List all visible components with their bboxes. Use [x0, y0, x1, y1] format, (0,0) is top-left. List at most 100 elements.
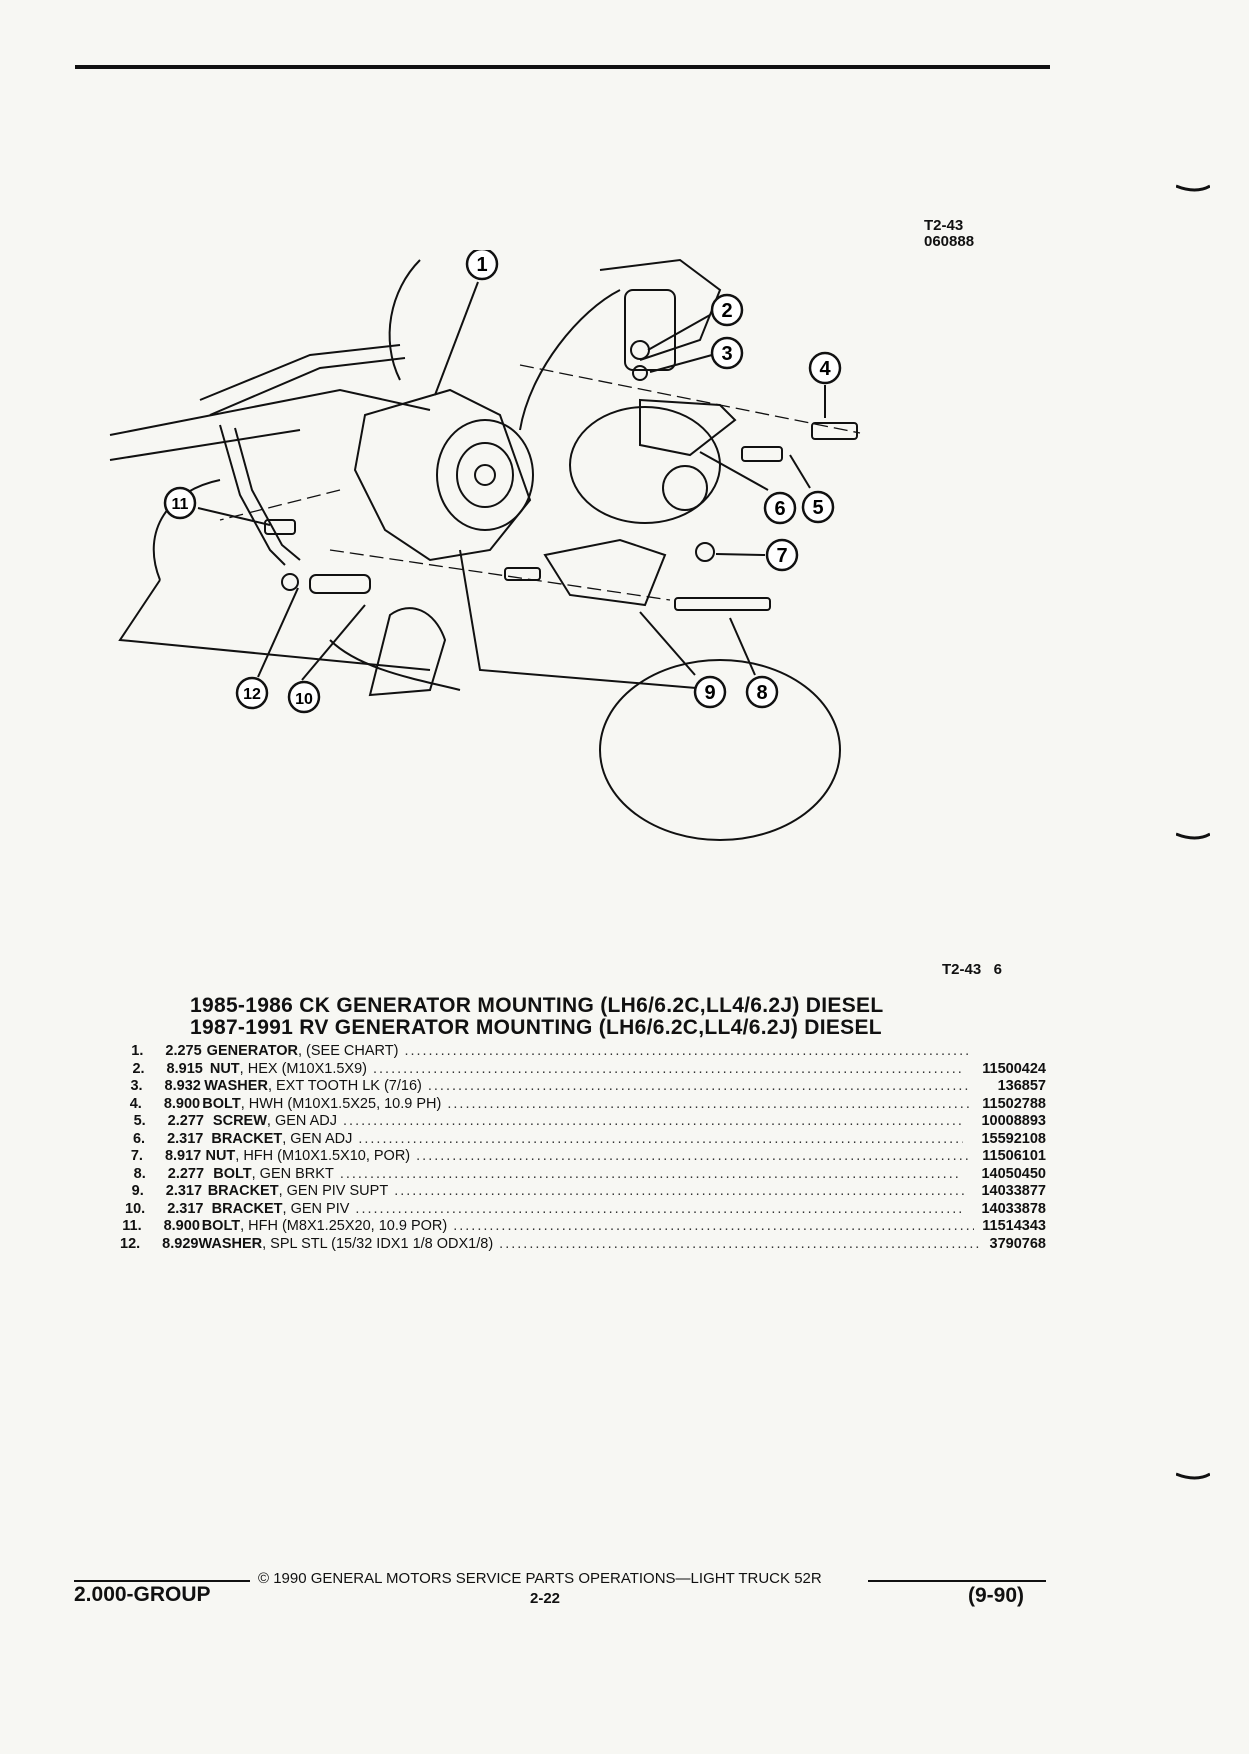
part-number: 15592108 [981, 1130, 1046, 1147]
part-name: NUT [205, 1148, 236, 1164]
part-name: BOLT [201, 1218, 241, 1234]
part-group-code: 8.900 [163, 1218, 200, 1234]
part-number: 136857 [997, 1078, 1046, 1094]
callout-5: 5 [801, 490, 835, 524]
part-name: SCREW [212, 1113, 267, 1129]
footer-group-label: 2.000-GROUP [74, 1583, 211, 1606]
part-detail: , EXT TOOTH LK (7/16) [267, 1078, 422, 1094]
binder-mark-top [1176, 184, 1210, 192]
dot-leader [453, 1218, 974, 1234]
part-detail: , SPL STL (15/32 IDX1 1/8 ODX1/8) [262, 1235, 494, 1252]
part-name: GENERATOR [206, 1043, 298, 1059]
figure-ref-date: 060888 [924, 233, 975, 250]
part-number: 11502788 [982, 1095, 1046, 1112]
part-index: 3. [130, 1078, 143, 1094]
part-group-code: 2.317 [167, 1200, 204, 1217]
svg-text:7: 7 [776, 545, 787, 567]
part-name: WASHER [204, 1078, 268, 1094]
part-group-code: 8.900 [163, 1095, 201, 1112]
title-line-1: 1985-1986 CK GENERATOR MOUNTING (LH6/6.2… [190, 994, 884, 1017]
callout-9: 9 [693, 675, 727, 709]
dot-leader [447, 1096, 973, 1112]
svg-text:5: 5 [812, 497, 823, 519]
part-group-code: 2.317 [167, 1130, 204, 1147]
part-index: 7. [130, 1148, 143, 1164]
callout-6: 6 [763, 491, 797, 525]
dot-leader [428, 1078, 971, 1094]
part-description: BOLT, GEN BRKT [213, 1166, 334, 1182]
part-detail: , GEN ADJ [282, 1130, 353, 1147]
section-title: 1985-1986 CK GENERATOR MOUNTING (LH6/6.2… [190, 995, 883, 1039]
part-description: BRACKET, GEN PIV SUPT [208, 1183, 388, 1199]
callout-2: 2 [710, 293, 744, 327]
part-name: WASHER [198, 1235, 263, 1252]
callout-11: 11 [163, 486, 197, 520]
svg-text:9: 9 [704, 682, 715, 704]
callout-3: 3 [710, 336, 744, 370]
part-index: 11. [122, 1218, 142, 1234]
svg-text:1: 1 [476, 254, 487, 276]
part-group-code: 2.277 [167, 1113, 204, 1129]
part-index: 8. [133, 1165, 146, 1182]
part-index: 1. [131, 1043, 144, 1059]
svg-text:4: 4 [819, 358, 831, 380]
part-group-code: 2.275 [165, 1043, 202, 1059]
part-description: BOLT, HWH (M10X1.5X25, 10.9 PH) [202, 1096, 441, 1112]
part-index: 4. [129, 1095, 142, 1112]
part-index: 12. [120, 1235, 141, 1252]
part-number: 11514343 [982, 1218, 1046, 1234]
part-detail: , GEN PIV SUPT [278, 1183, 389, 1199]
part-description: WASHER, EXT TOOTH LK (7/16) [204, 1078, 422, 1094]
svg-text:11: 11 [172, 496, 189, 513]
part-group-code: 2.277 [167, 1165, 205, 1182]
svg-text:2: 2 [721, 300, 732, 322]
part-detail: , HFH (M8X1.25X20, 10.9 POR) [240, 1218, 448, 1234]
part-index: 9. [131, 1183, 144, 1199]
binder-mark-bottom [1176, 1472, 1210, 1480]
footer-rule-right [868, 1580, 1046, 1582]
callout-markers: 1 2 3 4 5 6 7 8 9 10 11 12 [163, 250, 842, 714]
part-detail: , (SEE CHART) [297, 1043, 399, 1059]
dot-leader [404, 1043, 968, 1059]
part-detail: , GEN ADJ [266, 1113, 338, 1129]
dot-leader [416, 1148, 970, 1164]
part-index: 6. [132, 1130, 146, 1147]
part-row: 8. 2.277 BOLT, GEN BRKT 14050450 [120, 1166, 1046, 1184]
part-name: BRACKET [211, 1200, 283, 1217]
part-description: SCREW, GEN ADJ [213, 1113, 337, 1129]
figure-reference-top: T2-43 060888 [924, 218, 974, 250]
part-index: 2. [132, 1060, 145, 1077]
part-description: GENERATOR, (SEE CHART) [207, 1043, 399, 1059]
part-detail: , GEN PIV [282, 1200, 350, 1217]
svg-text:12: 12 [243, 686, 261, 703]
figure-ref-code: T2-43 [924, 217, 964, 234]
footer-rule-left [74, 1580, 250, 1582]
figure-reference-bottom: T2-43 6 [942, 961, 1003, 978]
part-detail: , HEX (M10X1.5X9) [239, 1060, 367, 1077]
dot-leader [355, 1201, 963, 1217]
part-number: 11506101 [982, 1148, 1046, 1164]
part-detail: , HWH (M10X1.5X25, 10.9 PH) [240, 1095, 442, 1112]
dot-leader [340, 1166, 961, 1182]
generator-mounting-illustration: 1 2 3 4 5 6 7 8 9 10 11 12 [109, 250, 861, 841]
callout-12: 12 [235, 676, 269, 710]
part-number: 10008893 [981, 1113, 1046, 1129]
part-description: NUT, HEX (M10X1.5X9) [210, 1061, 367, 1077]
callout-1: 1 [465, 250, 499, 281]
callout-10: 10 [287, 680, 321, 714]
binder-mark-middle [1176, 832, 1210, 840]
part-index: 10. [125, 1200, 146, 1217]
part-description: NUT, HFH (M10X1.5X10, POR) [205, 1148, 410, 1164]
part-number: 14050450 [981, 1165, 1046, 1182]
